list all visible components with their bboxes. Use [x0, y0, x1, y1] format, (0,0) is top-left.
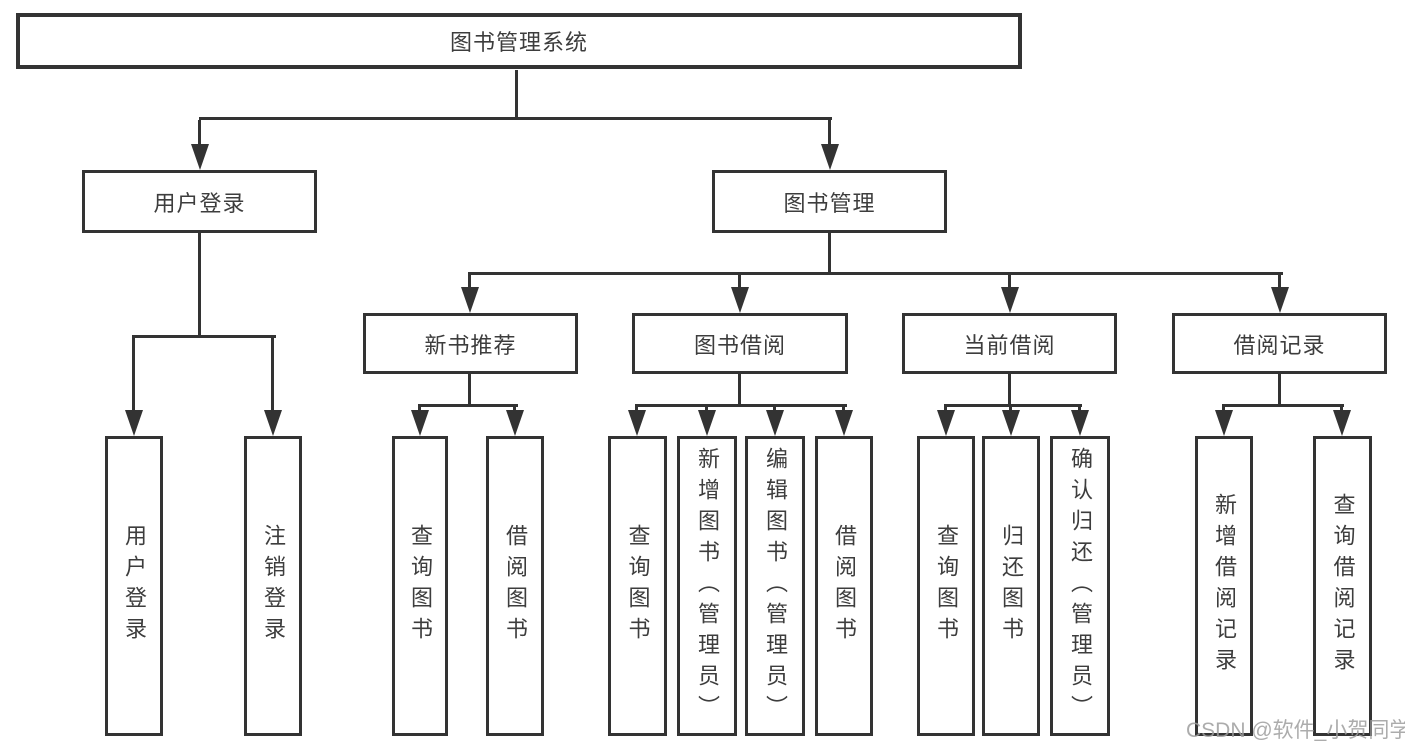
node-book-management: 图书管理 [712, 170, 947, 233]
arrow-down-icon [821, 144, 839, 170]
node-label: 新增借阅记录 [1212, 493, 1237, 679]
leaf-logout: 注销登录 [244, 436, 302, 736]
node-label: 图书借阅 [693, 332, 786, 358]
connector-line [132, 335, 276, 338]
connector-line [515, 70, 518, 118]
node-label: 新书推荐 [424, 332, 517, 358]
node-label: 用户登录 [153, 190, 246, 216]
connector-line [828, 233, 831, 275]
connector-line [1278, 275, 1281, 289]
arrow-down-icon [937, 410, 955, 436]
leaf-add-borrow-record: 新增借阅记录 [1195, 436, 1253, 736]
node-label: 借阅图书 [832, 524, 857, 648]
connector-line [198, 233, 201, 338]
leaf-query-books-current: 查询图书 [917, 436, 975, 736]
connector-line [468, 272, 1283, 275]
connector-line [1008, 374, 1011, 406]
arrow-down-icon [1215, 410, 1233, 436]
arrow-down-icon [411, 410, 429, 436]
node-label: 编辑图书（管理员） [763, 446, 788, 726]
node-label: 查询图书 [934, 524, 959, 648]
connector-line [468, 275, 471, 289]
connector-line [271, 338, 274, 412]
arrow-down-icon [1002, 410, 1020, 436]
node-label: 图书管理 [783, 190, 876, 216]
arrow-down-icon [766, 410, 784, 436]
leaf-query-books-recommend: 查询图书 [392, 436, 448, 736]
leaf-add-book-admin: 新增图书（管理员） [677, 436, 737, 736]
leaf-query-books-borrowing: 查询图书 [608, 436, 667, 736]
leaf-return-books: 归还图书 [982, 436, 1040, 736]
arrow-down-icon [461, 287, 479, 313]
node-label: 查询图书 [408, 524, 433, 648]
arrow-down-icon [1071, 410, 1089, 436]
arrow-down-icon [835, 410, 853, 436]
arrow-down-icon [1333, 410, 1351, 436]
node-book-borrowing: 图书借阅 [632, 313, 848, 374]
connector-line [738, 275, 741, 289]
arrow-down-icon [628, 410, 646, 436]
arrow-down-icon [1271, 287, 1289, 313]
connector-line [1008, 275, 1011, 289]
connector-line [738, 374, 741, 406]
connector-line [418, 404, 518, 407]
node-label: 查询图书 [625, 524, 651, 648]
node-label: 用户登录 [122, 524, 147, 648]
node-current-borrowing: 当前借阅 [902, 313, 1117, 374]
arrow-down-icon [264, 410, 282, 436]
node-user-login: 用户登录 [82, 170, 317, 233]
leaf-confirm-return-admin: 确认归还（管理员） [1050, 436, 1110, 736]
node-label: 当前借阅 [963, 332, 1056, 358]
node-label: 新增图书（管理员） [695, 446, 720, 726]
leaf-borrow-books-recommend: 借阅图书 [486, 436, 544, 736]
connector-line [944, 404, 1082, 407]
node-library-system: 图书管理系统 [16, 13, 1022, 69]
arrow-down-icon [731, 287, 749, 313]
connector-line [1278, 374, 1281, 406]
arrow-down-icon [1001, 287, 1019, 313]
node-new-book-recommend: 新书推荐 [363, 313, 578, 374]
connector-line [1222, 404, 1344, 407]
arrow-down-icon [698, 410, 716, 436]
arrow-down-icon [191, 144, 209, 170]
connector-line [828, 120, 831, 146]
arrow-down-icon [506, 410, 524, 436]
node-label: 查询借阅记录 [1330, 493, 1356, 679]
node-label: 借阅记录 [1233, 332, 1326, 358]
node-label: 图书管理系统 [449, 30, 588, 55]
connector-line [199, 117, 832, 120]
connector-line [132, 338, 135, 412]
connector-line [198, 120, 201, 146]
leaf-borrow-books: 借阅图书 [815, 436, 873, 736]
node-label: 归还图书 [999, 524, 1024, 648]
connector-line [468, 374, 471, 406]
connector-line [635, 404, 847, 407]
leaf-query-borrow-record: 查询借阅记录 [1313, 436, 1372, 736]
node-label: 借阅图书 [503, 524, 528, 648]
node-label: 注销登录 [261, 524, 286, 648]
arrow-down-icon [125, 410, 143, 436]
leaf-user-login: 用户登录 [105, 436, 163, 736]
watermark: CSDN @软件_小贺同学 [1186, 719, 1405, 742]
node-label: 确认归还（管理员） [1068, 446, 1093, 726]
node-borrowing-records: 借阅记录 [1172, 313, 1387, 374]
leaf-edit-book-admin: 编辑图书（管理员） [745, 436, 805, 736]
